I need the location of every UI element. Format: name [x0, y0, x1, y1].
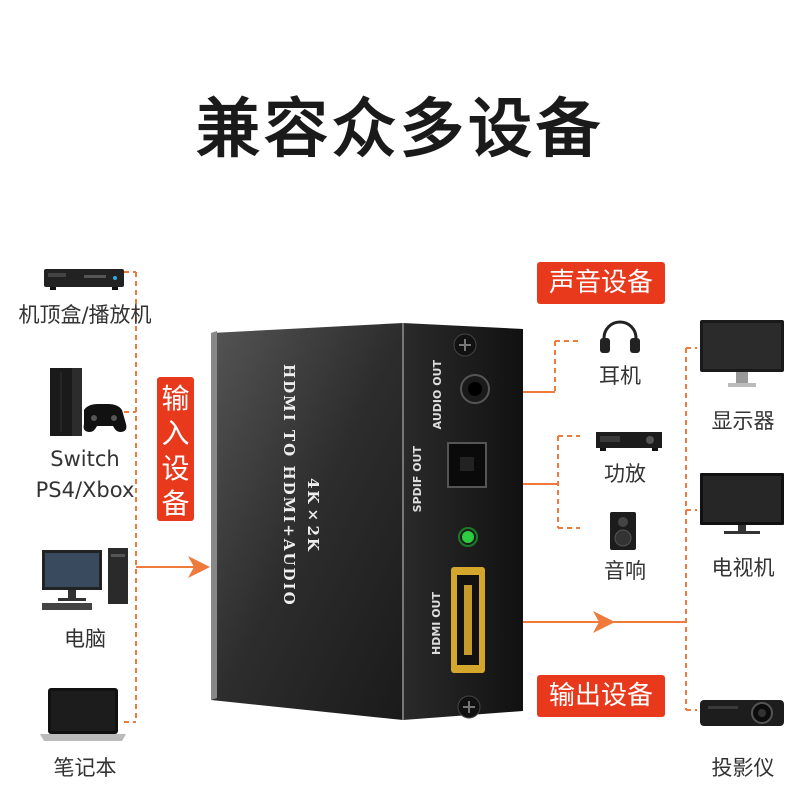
product-model-text: HDMI TO HDMI+AUDIO 4K×2K [278, 360, 330, 680]
hdmi-out-port-label: HDMI OUT [430, 592, 443, 655]
tv-icon [700, 473, 784, 534]
settop-box-icon [44, 269, 124, 290]
input-devices-badge: 输入设备 [157, 377, 194, 521]
game-console-icon [50, 368, 127, 436]
product-line2: 4K×2K [304, 478, 322, 553]
page-title: 兼容众多设备 [196, 93, 604, 167]
headphones-label: 耳机 [599, 364, 641, 388]
projector-icon [700, 700, 784, 726]
speaker-label: 音响 [604, 559, 646, 583]
pc-label: 电脑 [64, 627, 106, 651]
laptop-icon [40, 688, 126, 741]
settop-label: 机顶盒/播放机 [18, 303, 152, 327]
desktop-pc-icon [42, 548, 128, 610]
amplifier-label: 功放 [604, 462, 646, 486]
ps4-xbox-label: PS4/Xbox [35, 478, 135, 502]
audio-devices-badge: 声音设备 [537, 262, 665, 304]
speaker-icon [610, 512, 636, 550]
spdif-out-port-label: SPDIF OUT [411, 446, 424, 513]
audio-out-port-label: AUDIO OUT [431, 360, 444, 430]
switch-label: Switch [50, 447, 120, 471]
product-line1: HDMI TO HDMI+AUDIO [280, 364, 298, 607]
laptop-label: 笔记本 [53, 756, 117, 780]
monitor-icon [700, 320, 784, 387]
projector-label: 投影仪 [711, 756, 775, 780]
monitor-label: 显示器 [711, 409, 775, 433]
tv-label: 电视机 [711, 556, 775, 580]
headphones-icon [600, 320, 640, 353]
converter-box [211, 323, 523, 720]
amplifier-icon [596, 432, 662, 451]
output-devices-badge: 输出设备 [537, 675, 665, 717]
